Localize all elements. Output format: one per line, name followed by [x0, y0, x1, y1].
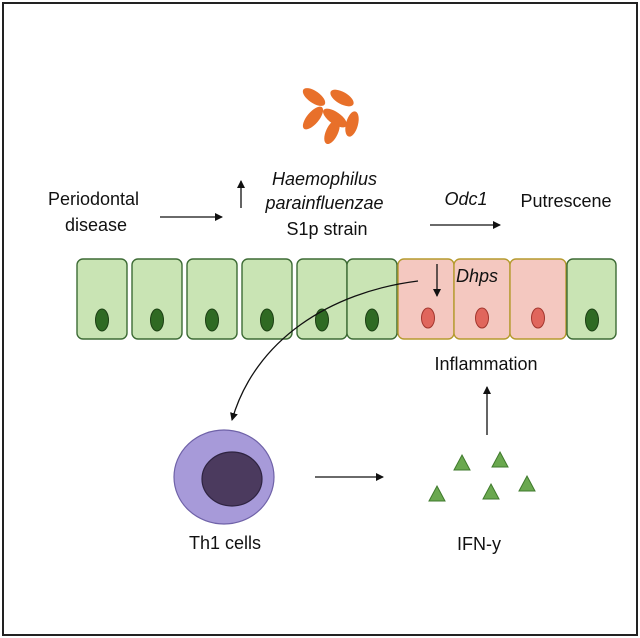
ifn-gamma-icon	[428, 450, 536, 502]
cell-nucleus	[585, 308, 599, 332]
odc1-label: Odc1	[444, 189, 487, 209]
healthy-cell	[186, 258, 238, 340]
inflammation-label: Inflammation	[434, 354, 537, 374]
epithelium	[76, 258, 617, 340]
cell-nucleus	[315, 308, 329, 332]
cell-nucleus	[365, 308, 379, 332]
cell-nucleus	[421, 307, 435, 329]
healthy-cell	[241, 258, 293, 340]
cell-nucleus	[205, 308, 219, 332]
th1-label: Th1 cells	[189, 533, 261, 553]
inflamed-cell	[453, 258, 511, 340]
cell-nucleus	[95, 308, 109, 332]
dhps-label: Dhps	[456, 266, 498, 286]
bacteria-icon	[302, 88, 359, 145]
healthy-cell	[296, 258, 348, 340]
cell-nucleus	[531, 307, 545, 329]
putrescene-label: Putrescene	[520, 191, 611, 211]
healthy-cell	[566, 258, 617, 340]
inflamed-cell	[509, 258, 567, 340]
curved-arrow	[230, 280, 419, 421]
th1-cell-icon	[173, 429, 275, 525]
periodontal-label: Periodontal disease	[48, 189, 144, 235]
cell-nucleus	[260, 308, 274, 332]
healthy-cell	[346, 258, 398, 340]
bacteria-label: Haemophilus parainfluenzae S1p strain	[264, 169, 388, 239]
healthy-cell	[131, 258, 183, 340]
cell-nucleus	[150, 308, 164, 332]
healthy-cell	[76, 258, 128, 340]
cell-nucleus	[475, 307, 489, 329]
inflamed-cell	[397, 258, 455, 340]
ifn-label: IFN-y	[457, 534, 501, 554]
